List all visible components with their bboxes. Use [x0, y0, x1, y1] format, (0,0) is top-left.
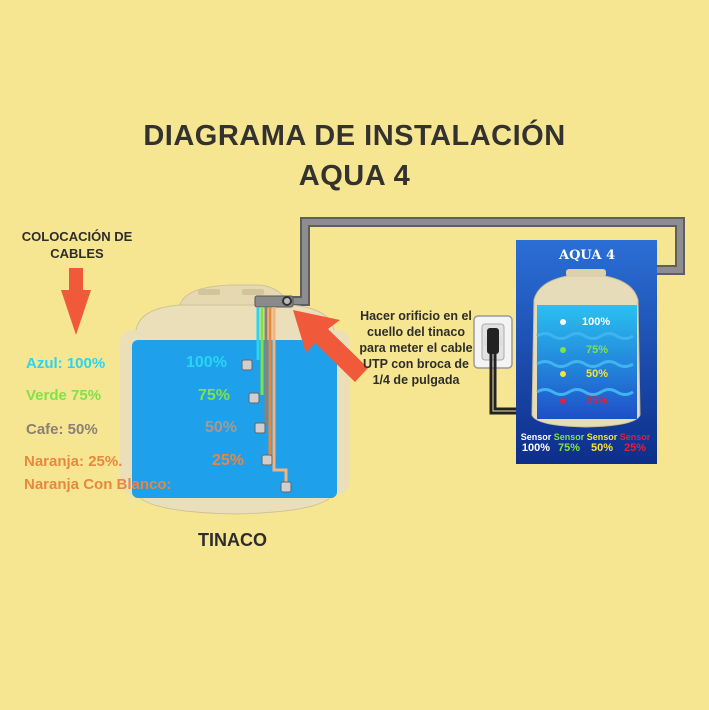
- probe-75: [248, 392, 260, 404]
- panel-dot-25: [560, 398, 566, 404]
- panel-level-100: 100%: [582, 316, 611, 328]
- sensor-value: 100%: [521, 442, 551, 454]
- sensor-value: 75%: [557, 442, 581, 454]
- drill-instruction: Hacer orificio en el cuello del tinaco p…: [359, 309, 473, 387]
- legend-brown: Cafe: 50%: [26, 421, 98, 438]
- tank-label: TINACO: [198, 530, 267, 550]
- sensor-100: Sensor 100%: [520, 432, 552, 454]
- sensor-word: Sensor: [619, 432, 651, 442]
- diagram-subtitle: AQUA 4: [298, 160, 411, 192]
- tank-level-75: 75%: [198, 387, 231, 404]
- sensor-value: 25%: [623, 442, 647, 454]
- sensor-word: Sensor: [520, 432, 552, 442]
- water-tank: [120, 284, 350, 515]
- panel-dot-75: [560, 347, 566, 353]
- down-arrow-icon: [61, 268, 91, 335]
- panel-level-50: 50%: [586, 368, 609, 380]
- sensor-word: Sensor: [586, 432, 618, 442]
- aqua4-panel: [516, 240, 657, 464]
- tank-level-25: 25%: [212, 452, 245, 469]
- tank-level-50: 50%: [205, 419, 238, 436]
- tank-level-100: 100%: [186, 354, 227, 371]
- legend-orange-white: Naranja Con Blanco:: [24, 476, 172, 493]
- panel-level-75: 75%: [586, 344, 609, 356]
- diagram-title: DIAGRAMA DE INSTALACIÓN: [143, 120, 566, 152]
- legend-green: Verde 75%: [26, 387, 102, 404]
- legend-orange: Naranja: 25%.: [24, 453, 123, 470]
- pointer-arrow-icon: [293, 310, 368, 382]
- probe-25: [261, 454, 273, 466]
- sensor-word: Sensor: [553, 432, 585, 442]
- legend-blue: Azul: 100%: [26, 355, 106, 372]
- sensor-75: Sensor 75%: [553, 432, 585, 454]
- sensor-25: Sensor 25%: [619, 432, 651, 454]
- sensor-50: Sensor 50%: [586, 432, 618, 454]
- power-outlet-icon: [473, 315, 513, 369]
- panel-dot-100: [560, 319, 566, 325]
- panel-level-25: 25%: [586, 395, 609, 407]
- probe-50: [254, 422, 266, 434]
- panel-dot-50: [560, 371, 566, 377]
- power-cord: [489, 354, 522, 415]
- sensor-value: 50%: [590, 442, 614, 454]
- cable-placement-heading: COLOCACIÓN DE CABLES: [21, 229, 133, 261]
- tank-water: [132, 340, 337, 498]
- probe-100: [241, 359, 253, 371]
- probe-common: [280, 481, 292, 493]
- panel-title: AQUA 4: [558, 248, 615, 263]
